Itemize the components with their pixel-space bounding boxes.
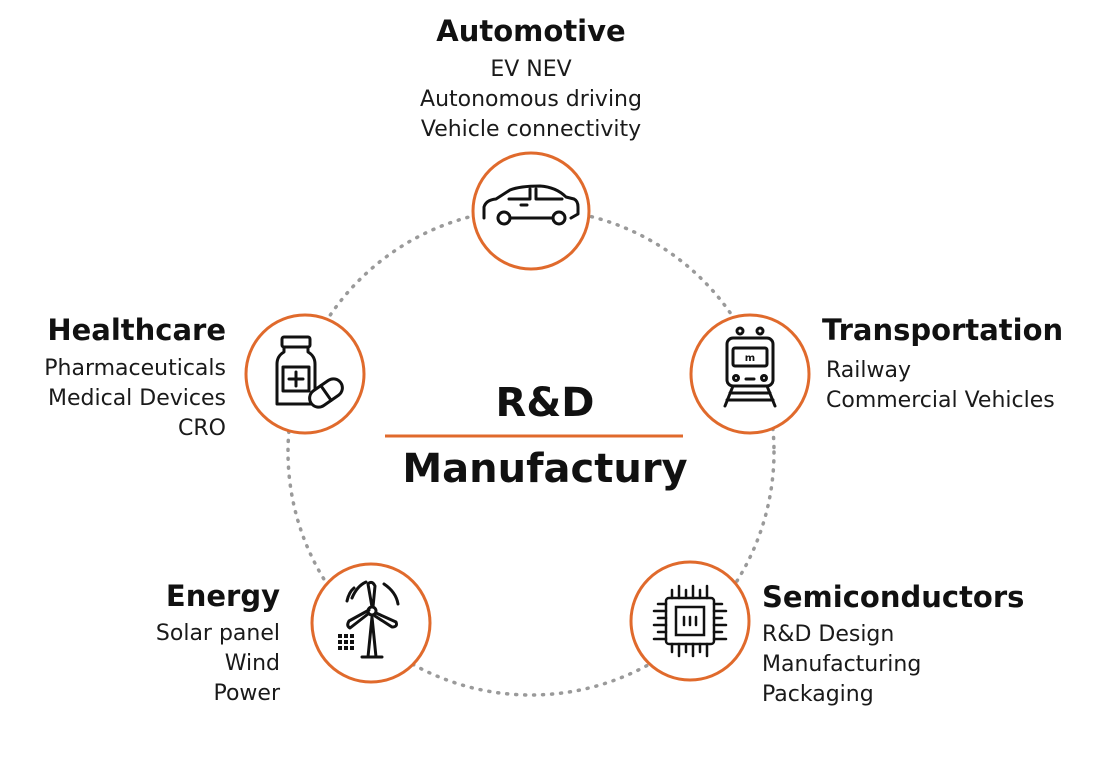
sector-item: Packaging — [762, 682, 874, 707]
sector-title-automotive: Automotive — [436, 14, 626, 48]
sector-item: Power — [213, 681, 280, 706]
sector-item: Vehicle connectivity — [420, 117, 642, 142]
healthcare-node — [244, 313, 366, 435]
car-icon — [482, 184, 580, 226]
sector-item: Solar panel — [155, 621, 280, 646]
sector-items-automotive: EV NEV Autonomous driving Vehicle connec… — [381, 55, 681, 145]
sector-items-energy: Solar panel Wind Power — [80, 619, 280, 709]
sector-item: Wind — [224, 651, 280, 676]
svg-text:m: m — [745, 353, 755, 364]
sector-items-healthcare: Pharmaceuticals Medical Devices CRO — [6, 354, 226, 444]
transportation-node: m — [689, 313, 811, 435]
sector-item: Manufacturing — [762, 652, 922, 677]
sector-title-energy: Energy — [165, 579, 280, 613]
sector-item: Medical Devices — [48, 386, 226, 411]
sector-title-transportation: Transportation — [822, 313, 1064, 347]
sector-item: Pharmaceuticals — [44, 356, 226, 381]
semiconductors-node — [629, 560, 751, 682]
train-icon: m — [723, 326, 777, 408]
sector-item: R&D Design — [762, 622, 895, 647]
wind-turbine-icon — [338, 580, 400, 659]
sector-item: EV NEV — [490, 57, 572, 82]
sector-item: Railway — [826, 358, 912, 383]
sector-title-semiconductors: Semiconductors — [762, 580, 1025, 614]
sector-items-semiconductors: R&D Design Manufacturing Packaging — [762, 620, 921, 710]
automotive-node — [471, 151, 591, 271]
sector-item: CRO — [178, 416, 226, 441]
center-subtitle: Manufactury — [402, 446, 688, 492]
center-title: R&D — [495, 380, 595, 426]
sector-item: Autonomous driving — [420, 87, 642, 112]
energy-node — [310, 562, 432, 684]
medicine-bottle-icon — [275, 335, 344, 409]
sector-items-transportation: Railway Commercial Vehicles — [826, 356, 1055, 416]
sector-title-healthcare: Healthcare — [47, 313, 226, 347]
chip-icon — [652, 584, 728, 658]
sector-item: Commercial Vehicles — [826, 388, 1055, 413]
